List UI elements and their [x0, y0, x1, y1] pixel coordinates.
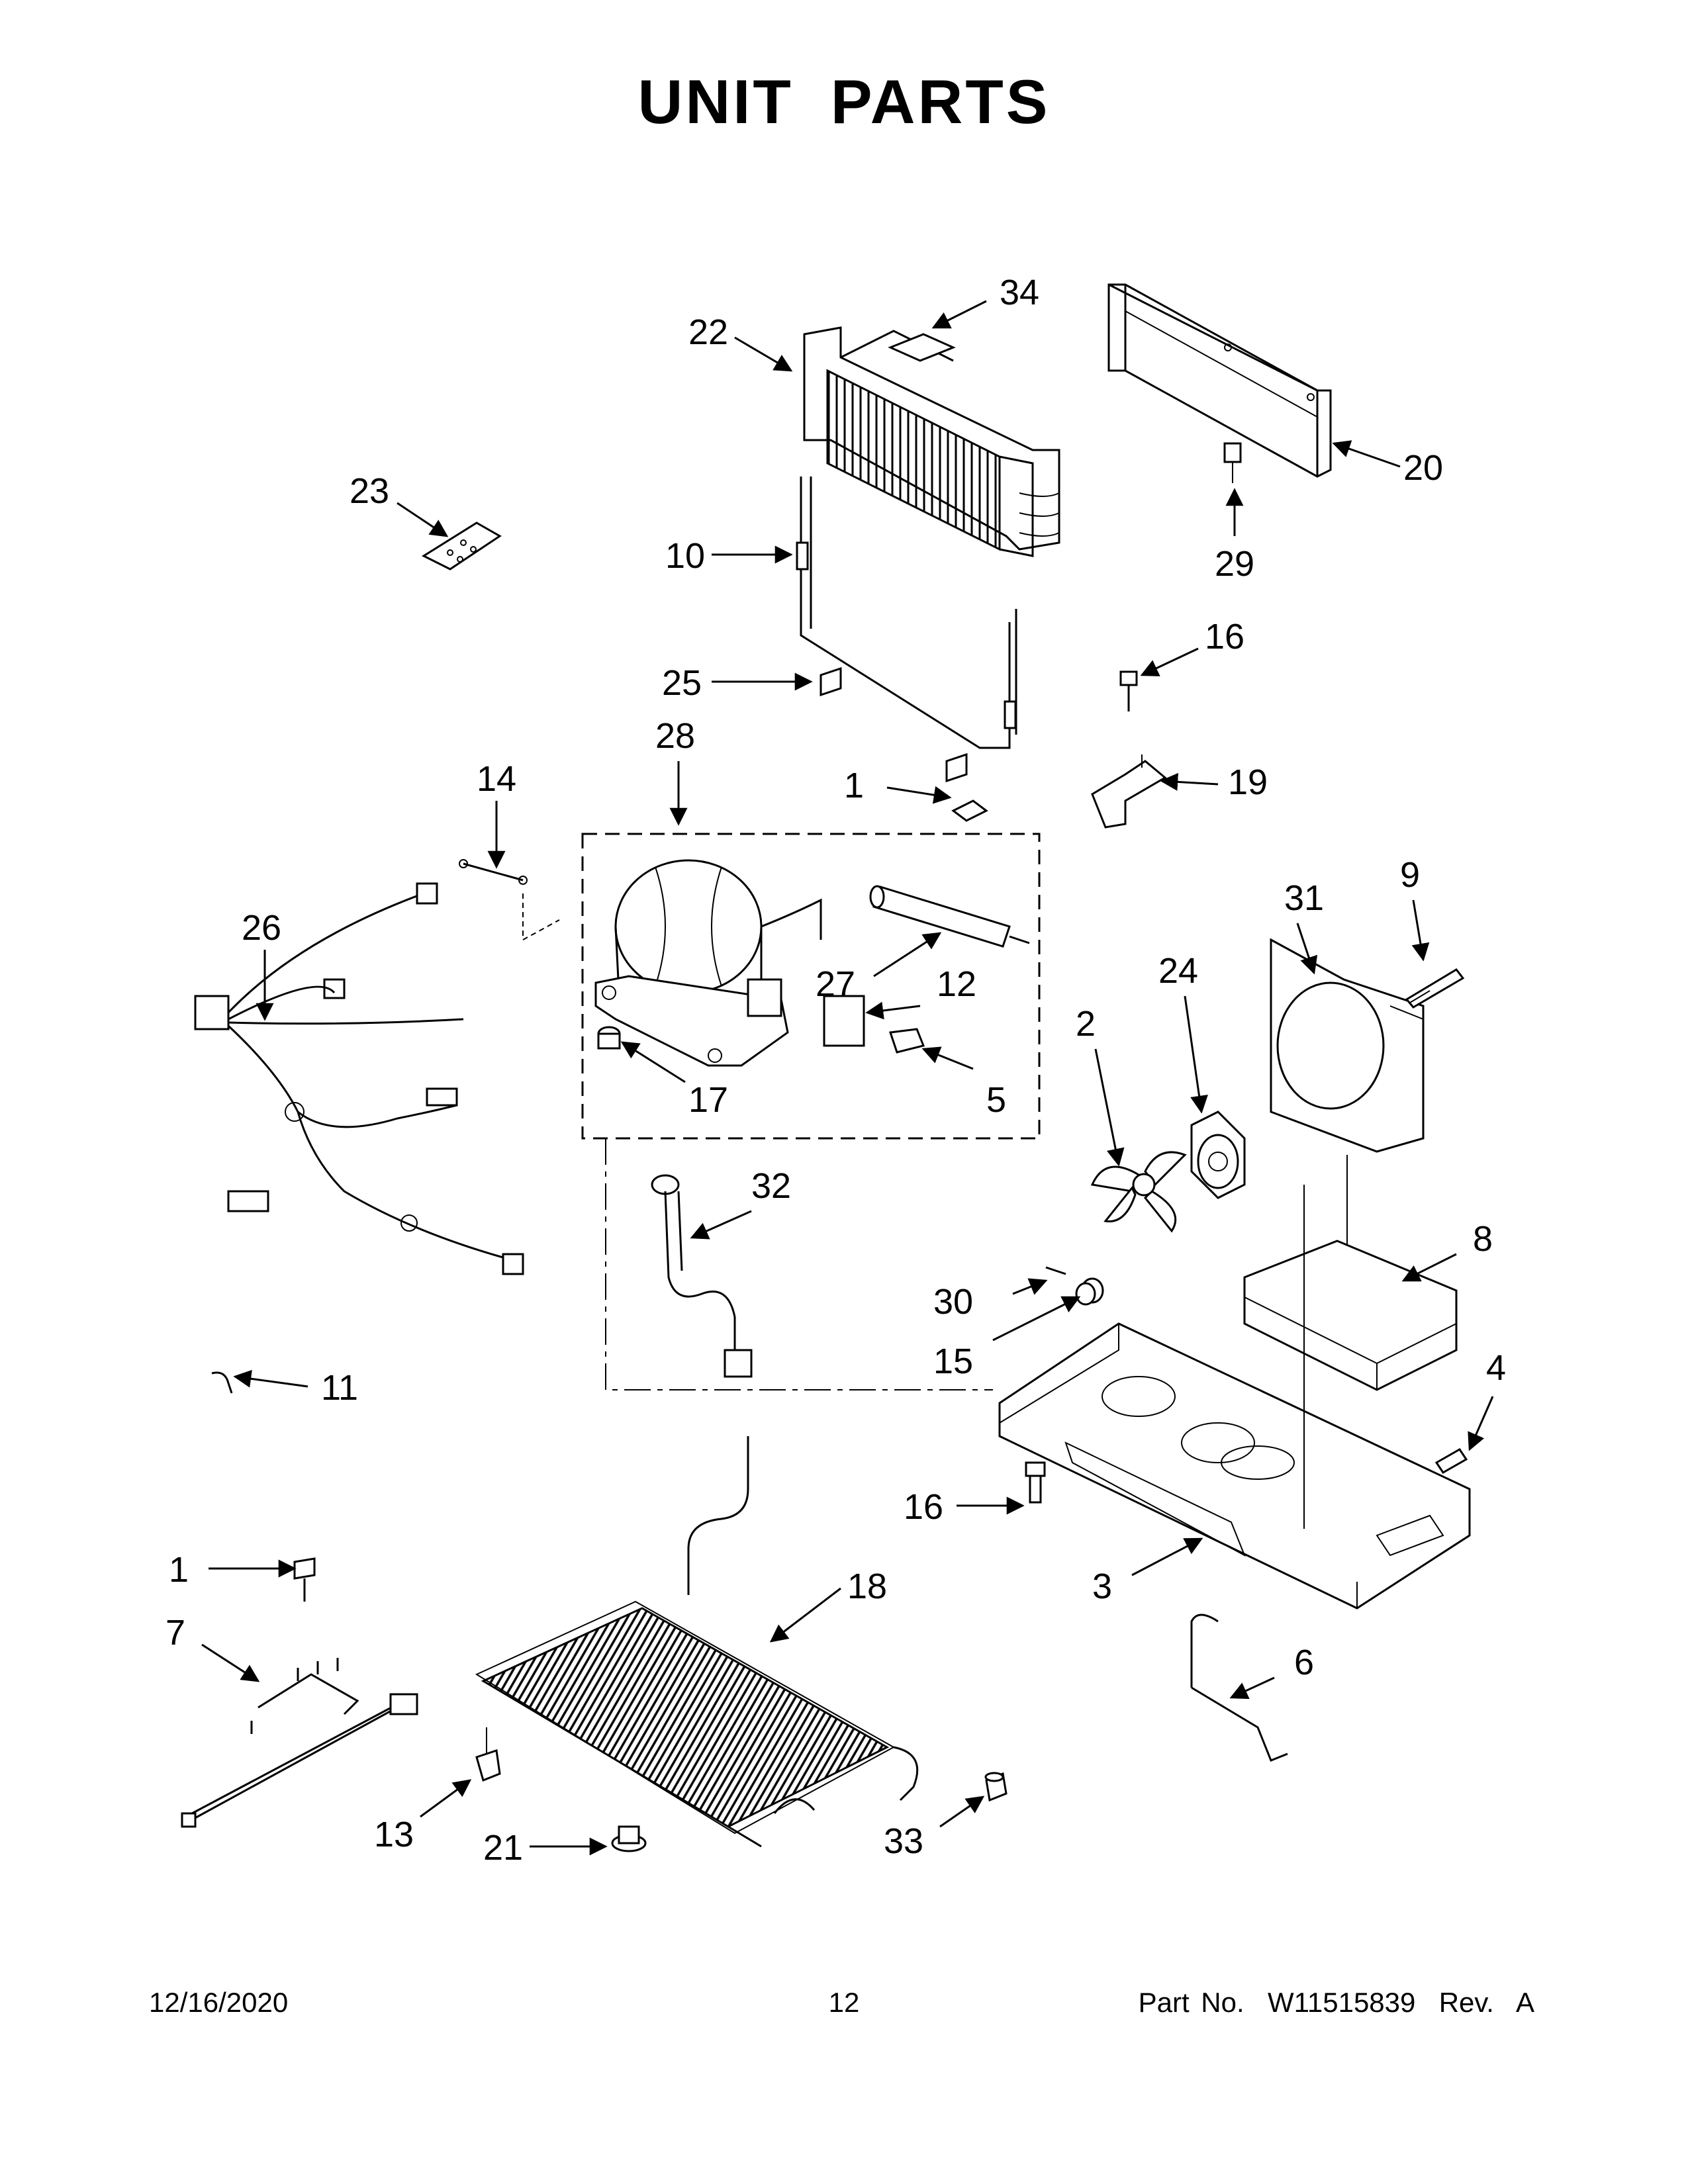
footer-date: 12/16/2020 [149, 1987, 289, 2018]
callout-6: 6 [1294, 1643, 1314, 1682]
bracket-part-8 [1243, 1155, 1458, 1391]
condenser-part-22 [803, 326, 1060, 557]
label-part-34 [888, 333, 956, 362]
callout-20: 20 [1403, 448, 1443, 488]
callout-1a: 1 [844, 766, 864, 805]
heater-part-21 [611, 1825, 647, 1852]
callout-23: 23 [350, 471, 389, 511]
callout-12: 12 [937, 964, 976, 1004]
relay-part-12 [823, 995, 865, 1047]
clip-part-13 [475, 1727, 501, 1782]
fan-motor-part-24 [1190, 1111, 1246, 1199]
callout-19: 19 [1228, 762, 1268, 802]
callout-28: 28 [655, 716, 695, 756]
callout-31: 31 [1284, 878, 1324, 918]
cover-part-20 [1107, 283, 1332, 478]
wire-part-6 [1190, 1614, 1288, 1762]
evaporator-part-18 [475, 1436, 919, 1848]
screw-part-4 [1434, 1448, 1468, 1474]
wire-harness-part-26 [194, 882, 524, 1275]
callout-8: 8 [1473, 1219, 1493, 1259]
callout-26: 26 [242, 908, 281, 948]
callout-5: 5 [986, 1080, 1006, 1120]
callout-29: 29 [1215, 544, 1254, 584]
compressor-part-28 [594, 859, 822, 1067]
base-pan-part-3 [998, 1185, 1471, 1610]
callout-14: 14 [477, 759, 516, 799]
tubing-part-10-25 [796, 477, 1017, 783]
grommet-part-15 [1075, 1277, 1104, 1306]
callout-4: 4 [1486, 1348, 1506, 1388]
callout-24: 24 [1158, 951, 1198, 991]
callout-labels: 34 22 20 29 23 10 25 16 28 14 1 19 26 27… [165, 273, 1506, 1868]
callout-18: 18 [847, 1567, 887, 1606]
phantom-line-left [605, 1138, 993, 1390]
callout-21: 21 [483, 1828, 523, 1868]
callout-2: 2 [1076, 1004, 1096, 1044]
screw-part-1-bottom [293, 1557, 316, 1602]
callout-30: 30 [933, 1282, 973, 1322]
strap-part-14 [459, 859, 560, 941]
callout-1b: 1 [169, 1550, 189, 1590]
callout-27: 27 [816, 964, 855, 1004]
callout-7: 7 [165, 1613, 185, 1653]
callout-32: 32 [751, 1166, 791, 1206]
callout-33: 33 [884, 1821, 923, 1861]
pin-part-30 [1045, 1266, 1066, 1275]
screw-part-16-top [1119, 670, 1138, 711]
fan-blade-part-2 [1090, 1151, 1187, 1233]
sleeve-part-33 [984, 1772, 1008, 1802]
callout-16b: 16 [904, 1487, 943, 1527]
screw-part-16-bottom [1025, 1461, 1046, 1504]
grommet-part-17 [597, 1026, 621, 1050]
callout-17: 17 [688, 1080, 728, 1120]
callout-25: 25 [662, 663, 702, 703]
callout-leaders [201, 300, 1494, 1856]
footer-part-number: Part No. W11515839 Rev. A [1138, 1987, 1534, 2018]
footer-page-number: 12 [828, 1987, 860, 2018]
drier-part-27 [869, 885, 1030, 948]
overload-part-5 [888, 1028, 925, 1054]
callout-34: 34 [1000, 273, 1039, 312]
callout-3: 3 [1092, 1567, 1112, 1606]
shroud-part-31 [1270, 938, 1425, 1153]
callout-15: 15 [933, 1342, 973, 1381]
bracket-part-19 [1091, 754, 1167, 829]
callout-13: 13 [374, 1815, 414, 1854]
screw-part-9 [1405, 968, 1465, 1009]
panel-part-23 [421, 522, 502, 570]
compressor-group-box [581, 833, 1041, 1140]
callout-10: 10 [665, 536, 705, 576]
fitting-part-1-top [951, 799, 988, 822]
clip-part-29 [1223, 442, 1242, 483]
callout-16a: 16 [1205, 617, 1244, 657]
callout-11: 11 [321, 1368, 358, 1408]
drain-part-32 [651, 1174, 753, 1378]
callout-22: 22 [688, 312, 728, 352]
harness-part-7 [181, 1658, 418, 1828]
page-title: UNIT PARTS [637, 67, 1051, 136]
callout-9: 9 [1400, 855, 1420, 895]
clip-part-11 [211, 1371, 233, 1394]
